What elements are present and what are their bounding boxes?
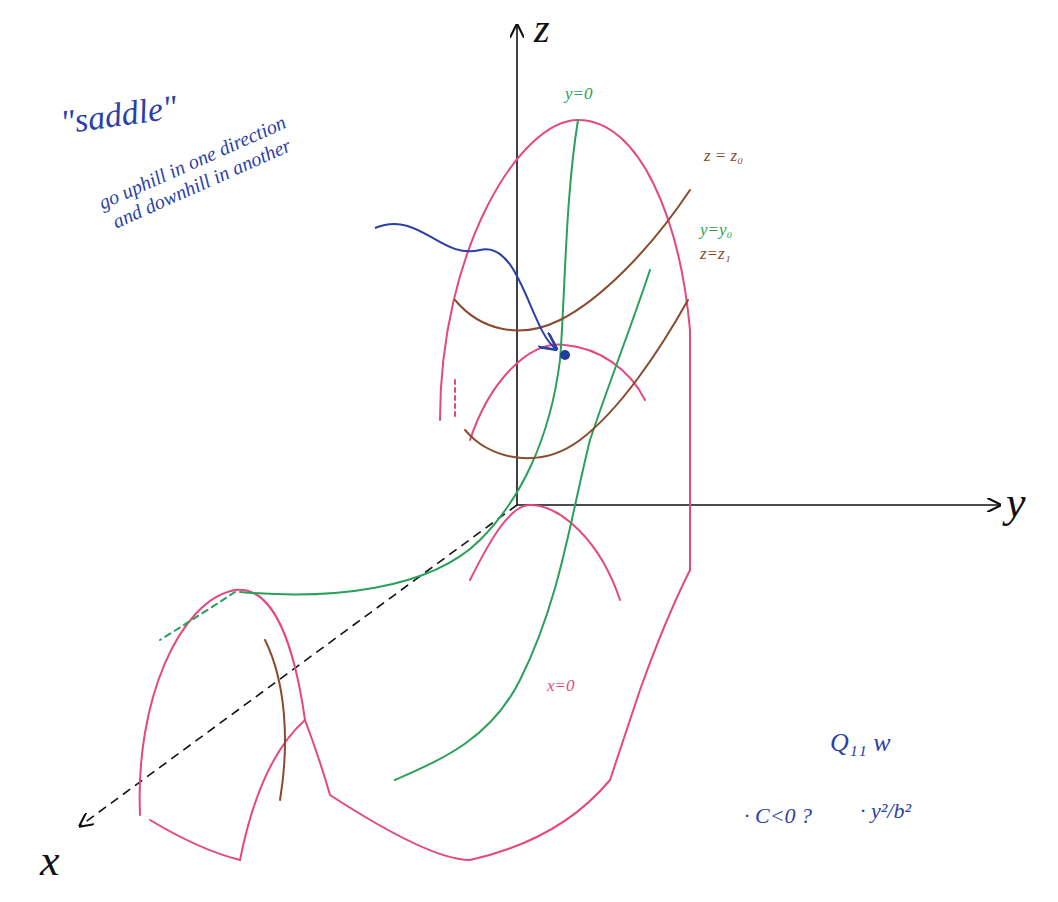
axis-label: x [38,836,62,887]
axes [80,25,1000,826]
hidden-trace [160,592,235,640]
question-note: · C<0 ? [742,803,814,828]
question-note: · y²/b² [858,798,913,823]
z-trace-left [265,640,285,800]
trace-label: y=0 [563,84,595,104]
hidden-edge [454,380,456,420]
y0-trace [240,120,578,594]
saddle-point [560,350,570,360]
surface-edges [140,120,690,860]
z1-trace [465,300,688,458]
front-left-parabola [140,590,305,815]
y-axis [517,504,1000,506]
z-axis [516,25,518,505]
axis-label: y [1004,478,1028,529]
z-traces [265,190,690,800]
question-note: Q₁₁ w [828,728,893,758]
trace-label: x=0 [545,676,577,696]
trace-label: z = z₀ [702,146,745,166]
origin-parabola [470,505,620,600]
yy0-trace [395,270,650,780]
pointer-arrow [375,224,556,349]
trace-label: y=y₀ [698,220,734,240]
trace-label: z=z₁ [698,244,733,264]
y-traces [160,120,650,780]
title-note: "saddle" [56,87,182,143]
z0-trace [455,190,690,330]
axis-label: z [532,6,552,52]
back-parabola [440,120,690,570]
x-axis [80,505,517,826]
